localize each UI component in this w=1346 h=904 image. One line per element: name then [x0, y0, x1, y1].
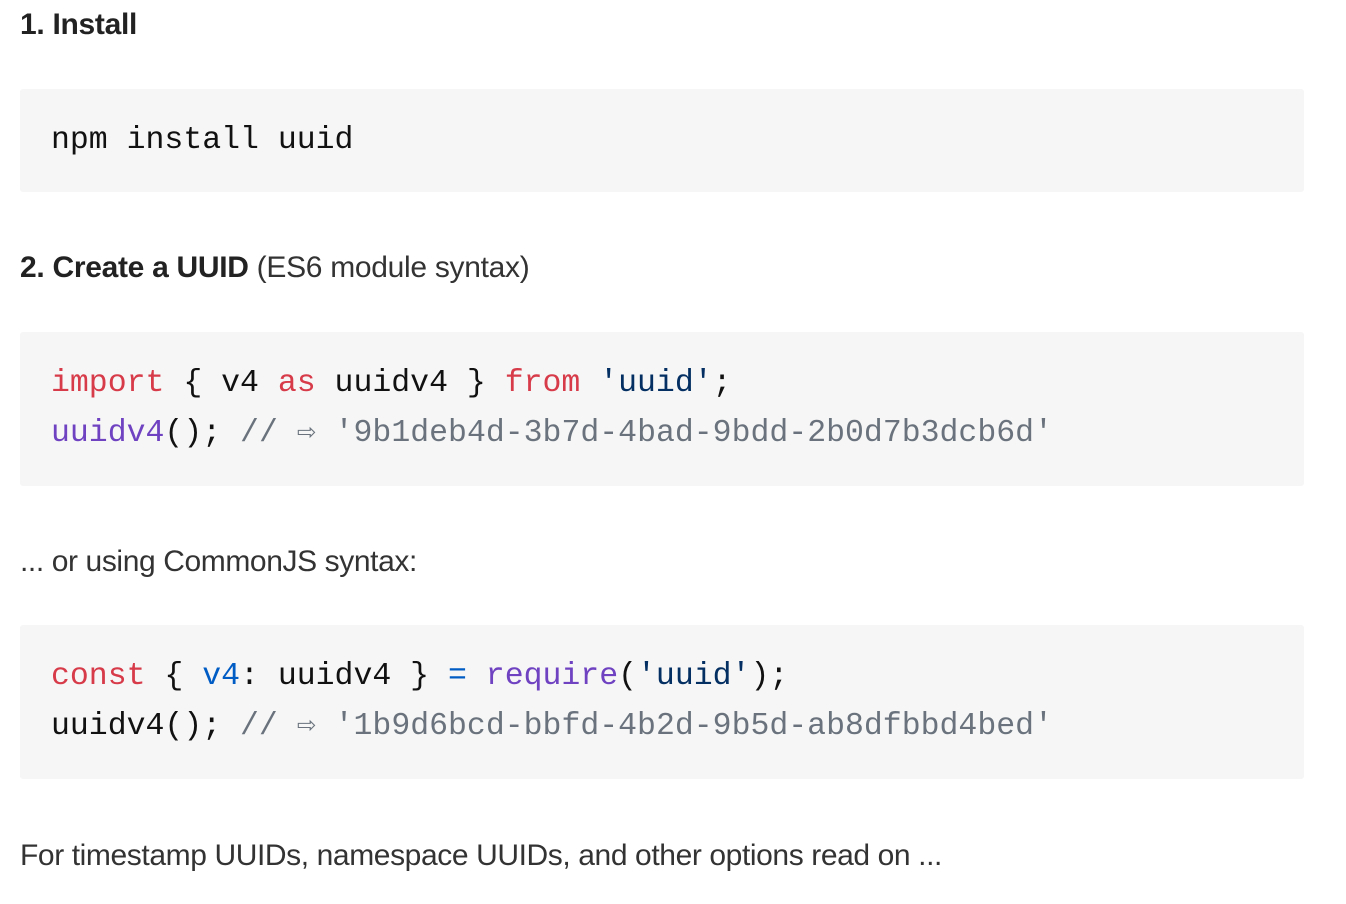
code-token: ;: [712, 366, 732, 401]
code-token: {: [145, 659, 203, 694]
code-token: { v4: [164, 366, 278, 401]
code-line: const { v4: uuidv4 } = require('uuid');: [51, 652, 1304, 702]
code-token: from: [504, 366, 581, 401]
code-token: uuidv4: [51, 416, 165, 451]
code-token: uuidv4();: [51, 709, 241, 744]
code-token: // ⇨ '1b9d6bcd-bbfd-4b2d-9b5d-ab8dfbbd4b…: [240, 709, 1053, 744]
create-uuid-heading: 2. Create a UUID (ES6 module syntax): [20, 251, 530, 284]
code-line: uuidv4(); // ⇨ '9b1deb4d-3b7d-4bad-9bdd-…: [51, 409, 1304, 459]
code-token: ();: [164, 416, 241, 451]
code-token: as: [277, 366, 316, 401]
code-token: const: [51, 659, 146, 694]
code-token: uuidv4 }: [315, 366, 505, 401]
footer-text: For timestamp UUIDs, namespace UUIDs, an…: [20, 839, 942, 872]
commonjs-code-block: const { v4: uuidv4 } = require('uuid');u…: [20, 625, 1304, 779]
code-token: npm install uuid: [51, 123, 354, 158]
code-token: 'uuid': [599, 366, 713, 401]
code-token: [467, 659, 486, 694]
code-line: import { v4 as uuidv4 } from 'uuid';: [51, 359, 1304, 409]
code-token: v4: [202, 659, 241, 694]
code-token: 'uuid': [637, 659, 751, 694]
code-token: [580, 366, 599, 401]
code-token: (: [618, 659, 638, 694]
es6-code-block: import { v4 as uuidv4 } from 'uuid';uuid…: [20, 332, 1304, 486]
code-token: // ⇨ '9b1deb4d-3b7d-4bad-9bdd-2b0d7b3dcb…: [240, 416, 1053, 451]
code-line: npm install uuid: [51, 116, 1304, 166]
code-line: uuidv4(); // ⇨ '1b9d6bcd-bbfd-4b2d-9b5d-…: [51, 702, 1304, 752]
code-token: );: [750, 659, 789, 694]
code-token: =: [447, 659, 467, 694]
code-token: require: [485, 659, 619, 694]
code-token: : uuidv4 }: [240, 659, 448, 694]
install-heading: 1. Install: [20, 8, 138, 41]
commonjs-text: ... or using CommonJS syntax:: [20, 545, 417, 578]
install-code-block: npm install uuid: [20, 89, 1304, 192]
code-token: import: [51, 366, 165, 401]
